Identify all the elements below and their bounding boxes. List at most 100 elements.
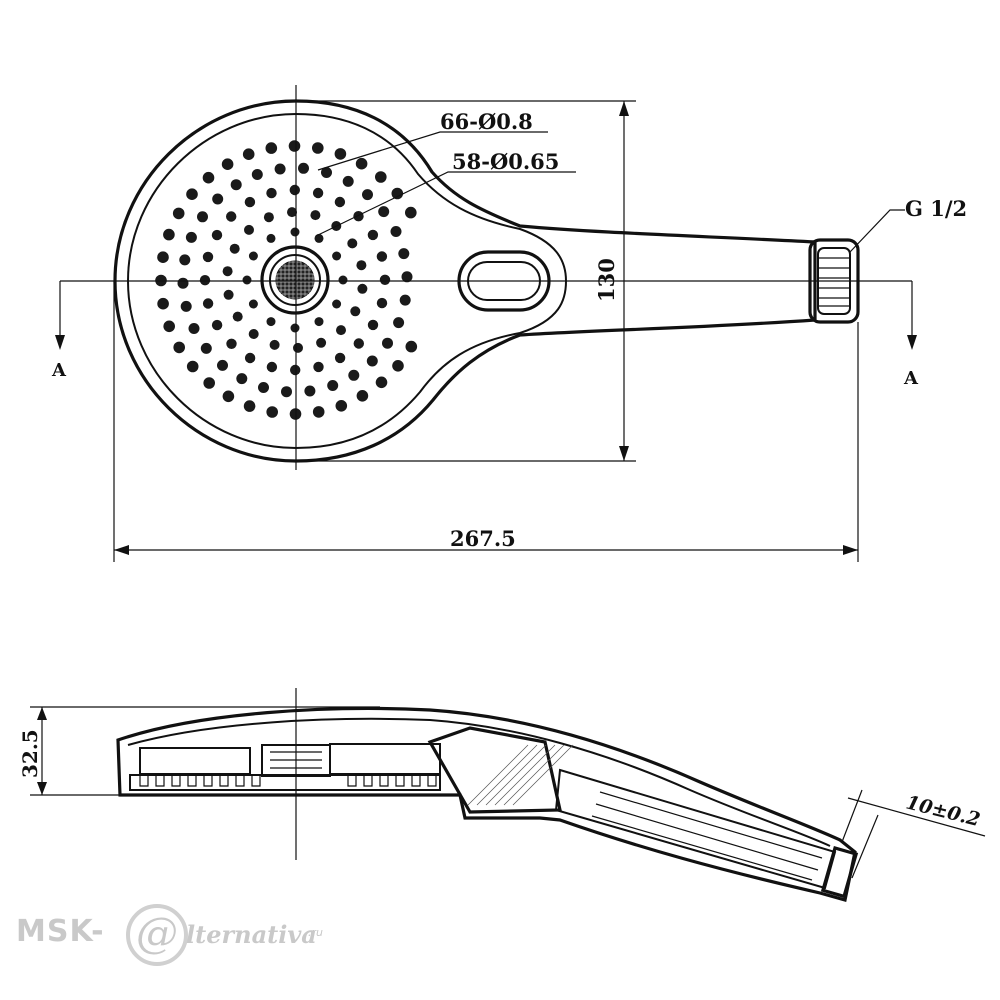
section-arrow-right <box>907 335 917 350</box>
head-outer-contour <box>113 99 817 463</box>
spray-hole <box>222 266 233 277</box>
face-nozzle <box>411 775 421 787</box>
spray-hole <box>211 229 223 241</box>
watermark-name: lternativa <box>186 920 317 949</box>
spray-hole <box>211 319 223 331</box>
spray-hole <box>332 299 342 309</box>
spray-hole <box>312 406 325 418</box>
spray-hole <box>390 226 402 237</box>
hatch-line <box>503 744 565 806</box>
spray-hole <box>334 352 346 364</box>
spray-hole <box>269 339 280 350</box>
face-nozzle <box>379 775 389 787</box>
center-nozzle-mesh <box>275 260 315 300</box>
spray-hole <box>157 297 169 310</box>
hatch-line <box>512 744 574 806</box>
spray-hole <box>290 364 301 376</box>
spray-hole <box>376 251 388 262</box>
side-outer-contour <box>116 706 857 903</box>
watermark-tld: .ru <box>308 926 323 939</box>
face-nozzle <box>219 775 229 787</box>
length-value: 267.5 <box>450 526 516 551</box>
spray-hole <box>290 227 300 237</box>
height-value: 130 <box>594 258 619 302</box>
spray-hole <box>212 193 224 205</box>
spray-hole <box>327 380 339 391</box>
spray-hole <box>244 352 256 364</box>
watermark-prefix: MSK- <box>16 914 105 949</box>
spray-hole <box>378 206 390 218</box>
holes-outer-note: 66-Ø0.8 <box>440 109 533 134</box>
valve-block <box>427 726 562 814</box>
spray-hole <box>242 148 255 160</box>
spray-hole <box>229 243 240 254</box>
spray-hole <box>163 228 175 241</box>
spray-hole <box>304 385 316 397</box>
spray-hole <box>186 360 199 373</box>
spray-hole <box>202 298 214 309</box>
spray-hole <box>202 251 214 263</box>
spray-hole <box>274 163 286 175</box>
ext-line-tol-2 <box>851 814 879 879</box>
end-thread <box>820 846 859 899</box>
face-nozzle <box>235 775 245 787</box>
spray-hole <box>321 167 332 178</box>
spray-hole <box>243 400 256 412</box>
chamber-right <box>329 743 441 775</box>
spray-hole <box>266 187 277 199</box>
spray-hole <box>391 187 404 200</box>
side-inner-contour <box>127 717 831 847</box>
handle-pipe <box>554 768 837 890</box>
spray-hole <box>177 277 189 289</box>
spray-hole <box>310 210 321 221</box>
face-nozzle <box>251 775 261 787</box>
side-section-view: 32.5 10±0.2 <box>18 688 986 903</box>
spray-hole <box>350 306 361 317</box>
face-nozzle <box>139 775 149 787</box>
spray-hole <box>347 238 358 249</box>
length-arrow-left <box>114 545 129 555</box>
top-view: A A 66-Ø0.8 58-Ø0.65 G 1/2 130 267.5 <box>51 85 967 562</box>
thickness-arrow-bottom <box>37 782 47 795</box>
spray-hole <box>312 142 324 154</box>
spray-hole <box>172 207 185 220</box>
spray-hole <box>226 338 237 349</box>
spray-hole <box>298 162 309 174</box>
spray-hole <box>382 337 393 349</box>
spray-hole <box>375 376 388 389</box>
spray-hole <box>356 260 367 271</box>
face-nozzle <box>363 775 373 787</box>
spray-hole <box>314 233 324 243</box>
spray-hole <box>312 187 324 199</box>
chamber-left <box>139 747 251 775</box>
spray-hole <box>217 359 228 371</box>
hatch-line <box>485 744 547 806</box>
tolerance-leader <box>847 797 986 837</box>
spray-hole <box>230 179 242 191</box>
watermark-logo: MSK- @ lternativa .ru <box>16 896 336 966</box>
spray-hole <box>242 275 252 285</box>
spray-hole <box>313 361 324 373</box>
spray-hole <box>188 323 200 334</box>
spray-hole <box>244 196 256 208</box>
face-nozzle <box>155 775 165 787</box>
center-nozzle-ring <box>269 254 321 306</box>
section-arrow-left <box>55 335 65 350</box>
spray-hole <box>226 211 237 222</box>
spray-hole <box>248 329 259 339</box>
spray-hole <box>186 188 198 200</box>
spray-hole <box>236 373 248 385</box>
spray-hole <box>401 271 413 283</box>
spray-hole <box>248 299 258 309</box>
spray-hole <box>251 169 263 180</box>
spray-hole <box>179 254 191 266</box>
face-nozzle <box>347 775 357 787</box>
spray-hole <box>348 369 360 381</box>
height-arrow-top <box>619 101 629 116</box>
spray-hole <box>157 251 169 263</box>
spray-hole <box>332 251 342 261</box>
spray-hole <box>367 319 379 331</box>
spray-hole <box>335 400 348 412</box>
spray-hole <box>316 337 327 348</box>
spray-hole <box>356 390 369 402</box>
